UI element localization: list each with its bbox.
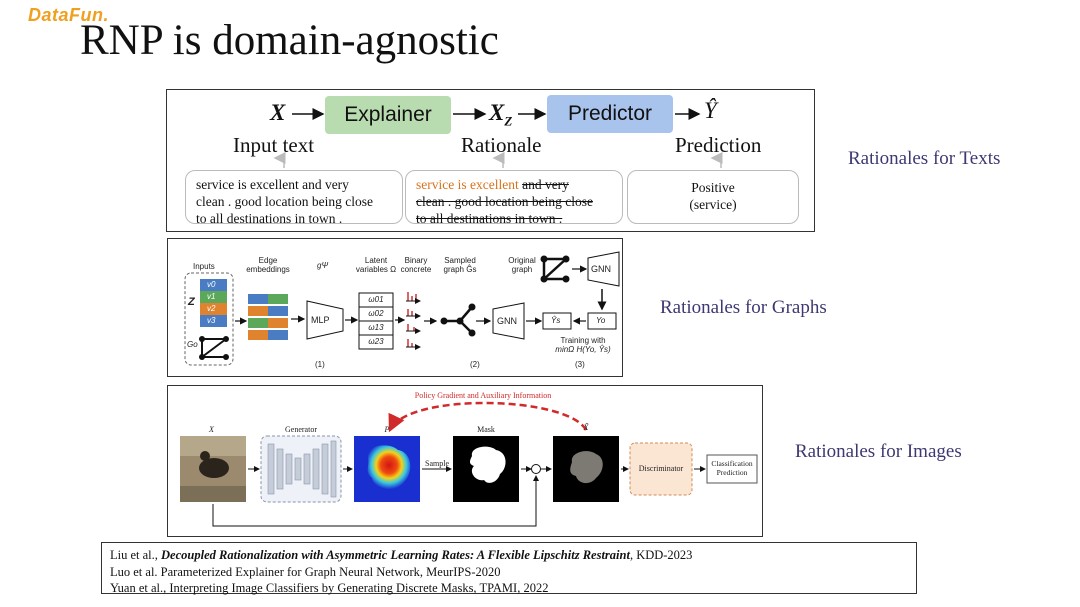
slide-title: RNP is domain-agnostic xyxy=(80,17,499,64)
graph-inputs-label: Inputs xyxy=(193,262,215,271)
references-box: Liu et al., Decoupled Rationalization wi… xyxy=(101,542,917,595)
x-symbol: X xyxy=(270,100,286,125)
rationale-strike: clean . good location being close xyxy=(416,194,593,209)
image-pipeline-diagram xyxy=(180,401,758,527)
rationale-caption: Rationale xyxy=(461,133,542,157)
label-rationales-graphs: Rationales for Graphs xyxy=(660,297,827,318)
graph-pipeline-diagram xyxy=(184,251,620,366)
omega-label: ω01 xyxy=(368,295,384,304)
g-psi-label: gΨ xyxy=(317,261,329,270)
sample-label: Sample xyxy=(425,459,449,468)
reference-2: Luo et al. Parameterized Explainer for G… xyxy=(110,564,501,579)
step-2-label: (2) xyxy=(470,360,480,369)
v-label: v0 xyxy=(207,280,216,289)
v-label: v1 xyxy=(207,292,216,301)
label-rationales-texts: Rationales for Texts xyxy=(848,148,1001,169)
omega-label: ω13 xyxy=(368,323,384,332)
explainer-box: Explainer xyxy=(325,96,451,134)
prediction-caption: Prediction xyxy=(675,133,762,157)
rationale-strike: to all destinations in town . xyxy=(416,211,563,226)
y-hat-symbol: Ŷ xyxy=(704,98,717,123)
text-pipeline-arrows xyxy=(273,108,723,168)
reference-1: Liu et al., Decoupled Rationalization wi… xyxy=(110,548,693,562)
prediction-box: Positive (service) xyxy=(627,170,799,224)
predictor-box: Predictor xyxy=(547,95,673,133)
image-rationale-panel: X Generator P Mask X̃ Policy Gradient an… xyxy=(167,385,763,537)
mlp-label: MLP xyxy=(311,315,330,325)
reference-3: Yuan et al., Interpreting Image Classifi… xyxy=(110,581,549,595)
text-rationale-panel: X Explainer XZ Predictor Ŷ Input text Ra… xyxy=(166,89,815,232)
image-x-label: X xyxy=(209,425,214,434)
input-text-caption: Input text xyxy=(233,133,315,157)
generator-label: Generator xyxy=(285,425,317,434)
mask-label: Mask xyxy=(477,425,495,434)
rationale-highlight: service is excellent xyxy=(416,177,519,192)
rationale-text-box: service is excellent and very clean . go… xyxy=(405,170,623,226)
input-line: clean . good location being close xyxy=(196,194,373,209)
omega-label: ω02 xyxy=(368,309,384,318)
v-label: v2 xyxy=(207,304,216,313)
gnn-label: GNN xyxy=(591,264,611,274)
policy-gradient-label: Policy Gradient and Auxiliary Informatio… xyxy=(414,391,552,400)
z-label: Z xyxy=(188,296,195,308)
label-rationales-images: Rationales for Images xyxy=(795,441,962,462)
discriminator-label: Discriminator xyxy=(638,464,684,473)
x-tilde-label: X̃ xyxy=(583,423,589,432)
datafun-logo: DataFun. xyxy=(28,5,110,25)
v-label: v3 xyxy=(207,316,216,325)
step-1-label: (1) xyxy=(315,360,325,369)
input-text-box: service is excellent and very clean . go… xyxy=(185,170,403,226)
yo-label: Yo xyxy=(596,316,606,325)
p-label: P xyxy=(384,425,390,434)
input-line: to all destinations in town . xyxy=(196,211,343,226)
go-label: Go xyxy=(187,340,198,349)
omega-label: ω23 xyxy=(368,337,384,346)
input-line: service is excellent and very xyxy=(196,177,349,192)
gnn-label: GNN xyxy=(497,316,517,326)
ys-label: Ŷs xyxy=(551,316,561,325)
prediction-line: (service) xyxy=(689,197,737,212)
step-3-label: (3) xyxy=(575,360,585,369)
prediction-line: Positive xyxy=(691,180,735,195)
xz-symbol: XZ xyxy=(489,100,513,129)
rationale-strike: and very xyxy=(522,177,569,192)
